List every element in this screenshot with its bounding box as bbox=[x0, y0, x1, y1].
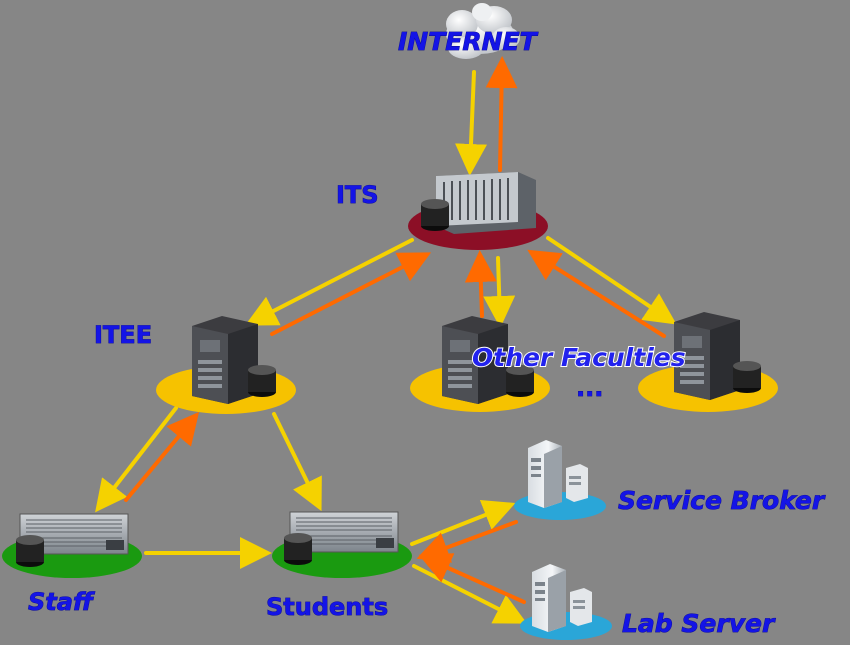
tower-server-icon bbox=[532, 564, 592, 632]
node-faculty-right bbox=[638, 312, 778, 412]
storage-drum-icon bbox=[16, 535, 44, 567]
arrow-staff-to-itee bbox=[124, 411, 200, 502]
arrow-broker-to-students bbox=[416, 520, 518, 563]
arrow-faculty-right-to-its bbox=[527, 249, 666, 338]
node-staff bbox=[2, 513, 142, 578]
node-service-broker bbox=[514, 440, 606, 520]
label-itee: ITEE bbox=[94, 321, 152, 349]
arrow-its-to-faculty bbox=[483, 256, 516, 328]
label-ellipsis: ... bbox=[576, 374, 603, 402]
storage-drum-icon bbox=[421, 199, 449, 231]
arrow-its-to-internet bbox=[485, 56, 518, 172]
arrow-faculty-to-its bbox=[464, 250, 497, 318]
arrow-its-to-faculty-right bbox=[546, 236, 677, 325]
node-lab-server bbox=[520, 564, 612, 640]
tower-server-icon bbox=[528, 440, 588, 508]
node-faculty-middle bbox=[410, 316, 550, 412]
arrow-itee-to-students bbox=[272, 412, 322, 512]
label-its: ITS bbox=[336, 181, 379, 209]
node-students bbox=[272, 511, 412, 578]
arrow-itee-to-its bbox=[270, 252, 432, 336]
label-students: Students bbox=[266, 593, 388, 621]
blade-server-icon bbox=[436, 172, 536, 234]
arrow-students-to-broker bbox=[410, 499, 516, 546]
cloud-icon bbox=[446, 3, 520, 59]
storage-drum-icon bbox=[284, 533, 312, 565]
arrow-internet-to-its bbox=[455, 70, 487, 176]
label-other-faculties: Other Faculties bbox=[472, 343, 686, 372]
label-staff: Staff bbox=[28, 588, 95, 616]
storage-drum-icon bbox=[248, 365, 276, 397]
label-internet: INTERNET bbox=[398, 27, 539, 56]
arrow-its-to-itee bbox=[244, 238, 414, 326]
node-itee bbox=[156, 316, 296, 414]
label-lab-server: Lab Server bbox=[622, 609, 776, 638]
arrow-lab-to-students bbox=[418, 553, 526, 604]
storage-drum-icon bbox=[733, 361, 761, 393]
connection-arrows bbox=[95, 56, 677, 624]
label-service-broker: Service Broker bbox=[618, 486, 826, 515]
arrow-itee-to-staff bbox=[95, 406, 178, 513]
node-its bbox=[408, 172, 548, 250]
